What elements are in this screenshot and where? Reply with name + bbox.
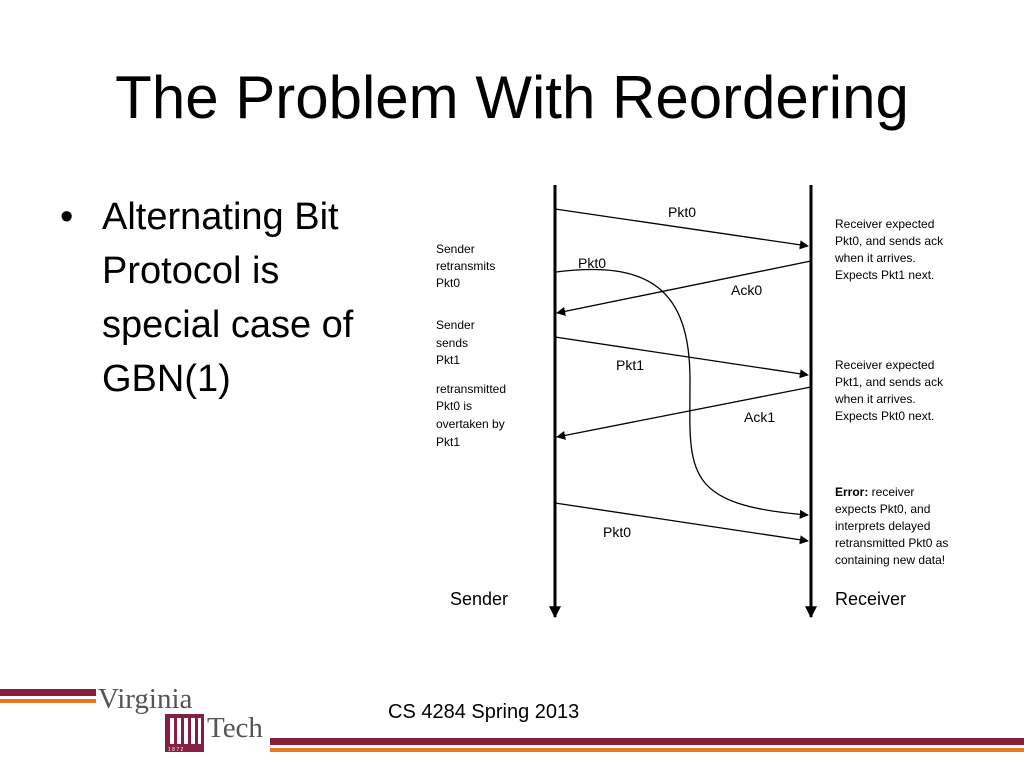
delayed-pkt0-curve	[555, 268, 809, 519]
footer-stripes	[0, 689, 1024, 752]
note-line: Sender	[436, 242, 475, 256]
note-line: Pkt1	[436, 435, 460, 449]
ack1-label: Ack1	[744, 409, 775, 425]
note-line: expects Pkt0, and	[835, 502, 930, 516]
note-receiver-expects-pkt0: Receiver expected Pkt1, and sends ack wh…	[834, 358, 946, 423]
note-line: when it arrives.	[834, 251, 916, 265]
note-line: overtaken by	[436, 417, 505, 431]
virginia-tech-logo: Virginia 1 8 7 2 Tech	[98, 683, 263, 753]
ack0-label: Ack0	[731, 282, 762, 298]
sender-label: Sender	[450, 589, 508, 609]
pkt0-arrow	[554, 208, 809, 250]
slide-title: The Problem With Reordering	[115, 64, 909, 131]
note-sender-retransmits: Sender retransmits Pkt0	[436, 242, 499, 290]
note-line: Pkt0	[436, 276, 460, 290]
ack1-arrow	[556, 386, 812, 440]
pkt1-arrow	[554, 336, 809, 379]
error-label: Error:	[835, 485, 868, 499]
note-line: Receiver expected	[835, 217, 934, 231]
pkt0-new-label: Pkt0	[603, 524, 631, 540]
logo-seal-icon: 1 8 7 2	[165, 714, 204, 753]
note-line: sends	[436, 336, 468, 350]
note-line: Pkt1, and sends ack	[835, 375, 944, 389]
bullet-dot: •	[60, 196, 74, 238]
note-sender-sends: Sender sends Pkt1	[436, 318, 478, 367]
note-line: Expects Pkt0 next.	[835, 409, 934, 423]
note-line: Receiver expected	[835, 358, 934, 372]
note-line: Sender	[436, 318, 475, 332]
note-line: interprets delayed	[835, 519, 930, 533]
note-line: when it arrives.	[834, 392, 916, 406]
note-line: Expects Pkt1 next.	[835, 268, 934, 282]
pkt1-label: Pkt1	[616, 357, 644, 373]
note-line: Pkt0, and sends ack	[835, 234, 944, 248]
note-error: Error: receiver expects Pkt0, and interp…	[835, 485, 952, 567]
pkt0-retransmit-label: Pkt0	[578, 255, 606, 271]
bullet-text: Alternating Bit Protocol is special case…	[102, 196, 354, 400]
note-line: receiver	[868, 485, 914, 499]
note-line: Pkt0 is	[436, 399, 472, 413]
pkt0-new-arrow	[554, 502, 809, 545]
logo-line2: Tech	[207, 712, 263, 744]
note-line: retransmitted Pkt0 as	[835, 536, 948, 550]
note-line: Pkt1	[436, 353, 460, 367]
logo-line1: Virginia	[98, 683, 193, 715]
note-line: retransmits	[436, 259, 495, 273]
receiver-label: Receiver	[835, 589, 906, 609]
note-line: containing new data!	[835, 553, 945, 567]
logo-year: 1 8 7 2	[168, 747, 184, 753]
pkt0-label: Pkt0	[668, 204, 696, 220]
note-overtaken: retransmitted Pkt0 is overtaken by Pkt1	[436, 382, 509, 449]
note-line: retransmitted	[436, 382, 506, 396]
note-receiver-expects-pkt1: Receiver expected Pkt0, and sends ack wh…	[834, 217, 946, 282]
footer-course: CS 4284 Spring 2013	[388, 701, 580, 723]
ack0-arrow	[556, 260, 812, 316]
